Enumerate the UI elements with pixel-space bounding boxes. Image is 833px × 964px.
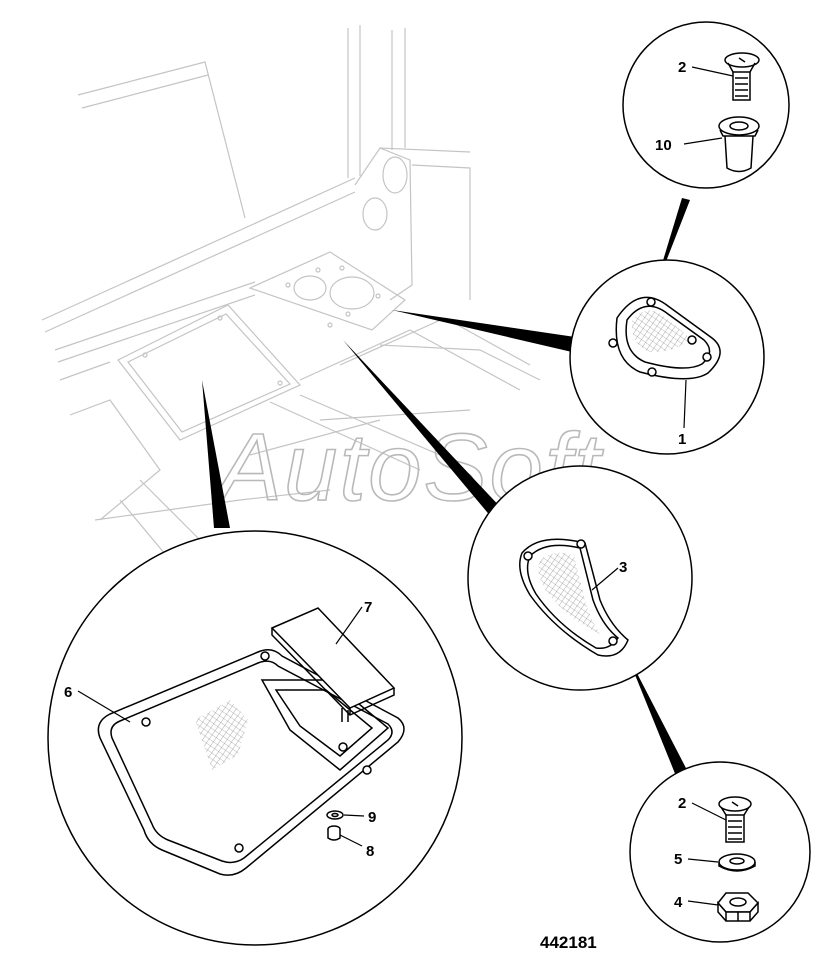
label-10: 10 bbox=[655, 137, 672, 154]
label-2-top: 2 bbox=[678, 59, 686, 76]
washer-part-9 bbox=[326, 810, 344, 820]
cover-plate-part-3 bbox=[519, 538, 629, 657]
washer-part-5 bbox=[718, 853, 756, 872]
callout-labels: 2 10 1 3 2 5 4 6 7 9 8 bbox=[64, 59, 686, 911]
label-1: 1 bbox=[678, 431, 686, 448]
leader-wedges bbox=[202, 198, 690, 776]
label-3: 3 bbox=[619, 559, 627, 576]
nut-part-4 bbox=[717, 892, 760, 922]
label-6: 6 bbox=[64, 684, 72, 701]
figure-number: 442181 bbox=[540, 933, 597, 952]
label-2-bottom: 2 bbox=[678, 795, 686, 812]
cover-plate-part-1 bbox=[608, 296, 721, 380]
bolt-part-2-top bbox=[724, 52, 760, 101]
rivet-nut-part-10 bbox=[718, 116, 760, 173]
lid-part-7 bbox=[270, 607, 396, 722]
bolt-part-2-bottom bbox=[718, 796, 752, 843]
access-panel-part-6 bbox=[97, 649, 405, 876]
bolt-part-8 bbox=[327, 825, 341, 841]
label-9: 9 bbox=[368, 809, 376, 826]
label-7: 7 bbox=[364, 599, 372, 616]
cab-floor-background bbox=[41, 25, 541, 561]
label-4: 4 bbox=[674, 894, 683, 911]
label-8: 8 bbox=[366, 843, 374, 860]
label-5: 5 bbox=[674, 851, 682, 868]
callout-leaders bbox=[77, 66, 734, 906]
